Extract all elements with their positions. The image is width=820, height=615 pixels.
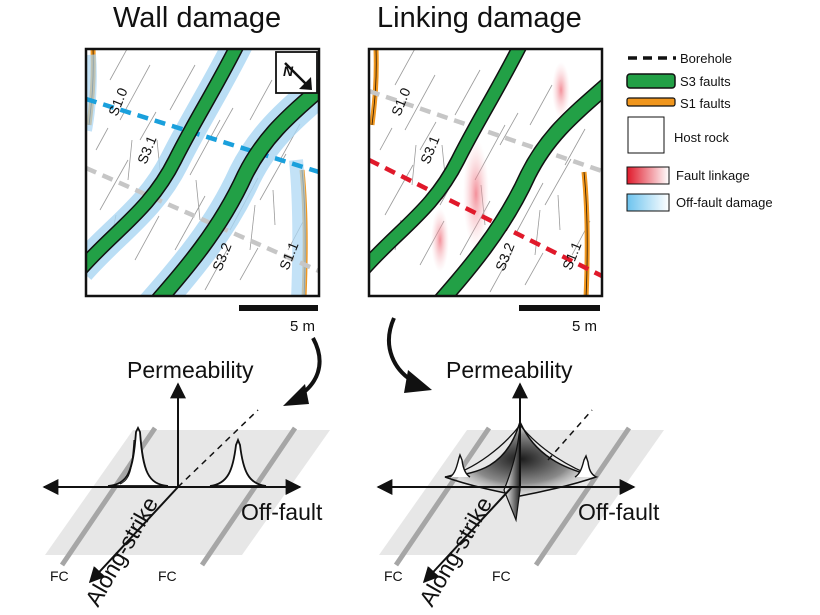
legend-item-borehole: Borehole [680, 51, 732, 66]
svg-text:5 m: 5 m [290, 318, 315, 335]
fc-label: FC [492, 568, 511, 584]
svg-text:5 m: 5 m [572, 318, 597, 335]
borehole-red [369, 157, 602, 279]
legend-item-s1: S1 faults [680, 96, 731, 111]
fault-plane [45, 430, 330, 555]
legend-s1-symbol [626, 97, 676, 107]
fc-label: FC [158, 568, 177, 584]
north-arrow-icon: N [275, 51, 318, 94]
curved-arrow-icon [283, 337, 322, 406]
linking-damage-permeability-plot: Permeability Off-fault Along-strike FC F… [376, 357, 664, 611]
fault-core-line [199, 426, 298, 567]
borehole-blue [86, 96, 319, 175]
svg-text:N: N [283, 63, 294, 79]
legend-item-s3: S3 faults [680, 74, 731, 89]
axis-label-off-fault: Off-fault [578, 499, 660, 525]
curved-arrow-icon [387, 317, 432, 393]
scale-bar: 5 m [519, 305, 600, 335]
fc-label: FC [384, 568, 403, 584]
axis-label-permeability: Permeability [127, 357, 254, 383]
legend-item-host-rock: Host rock [674, 130, 729, 145]
scale-bar: 5 m [239, 305, 318, 335]
borehole-grey [86, 165, 319, 274]
wall-damage-permeability-plot: Permeability Off-fault Along-strike FC F… [42, 357, 330, 611]
fault-linkage-zone [552, 62, 570, 118]
fault-linkage-zone [431, 208, 449, 272]
borehole-grey [369, 88, 602, 174]
legend-host-rock-symbol [627, 116, 665, 154]
fault-core-line [393, 426, 492, 567]
linking-damage-map: S1.0 S3.1 S3.2 S1.1 [367, 47, 604, 298]
fault-core-line [533, 426, 632, 567]
legend-linkage-symbol [626, 166, 670, 185]
legend-item-off-fault-damage: Off-fault damage [676, 195, 773, 210]
linking-damage-title: Linking damage [377, 2, 582, 34]
axis-label-permeability: Permeability [446, 357, 573, 383]
legend-item-fault-linkage: Fault linkage [676, 168, 750, 183]
legend-s3-symbol [626, 73, 676, 89]
wall-damage-map: N S1.0 S3.1 S3.2 S1.1 [84, 47, 321, 298]
fc-label: FC [50, 568, 69, 584]
axis-label-off-fault: Off-fault [241, 499, 323, 525]
wall-damage-title: Wall damage [113, 2, 281, 34]
fault-linkage-zone [463, 139, 489, 249]
legend: Borehole S3 faults S1 faults Host rock F… [626, 51, 773, 212]
legend-damage-symbol [626, 193, 670, 212]
